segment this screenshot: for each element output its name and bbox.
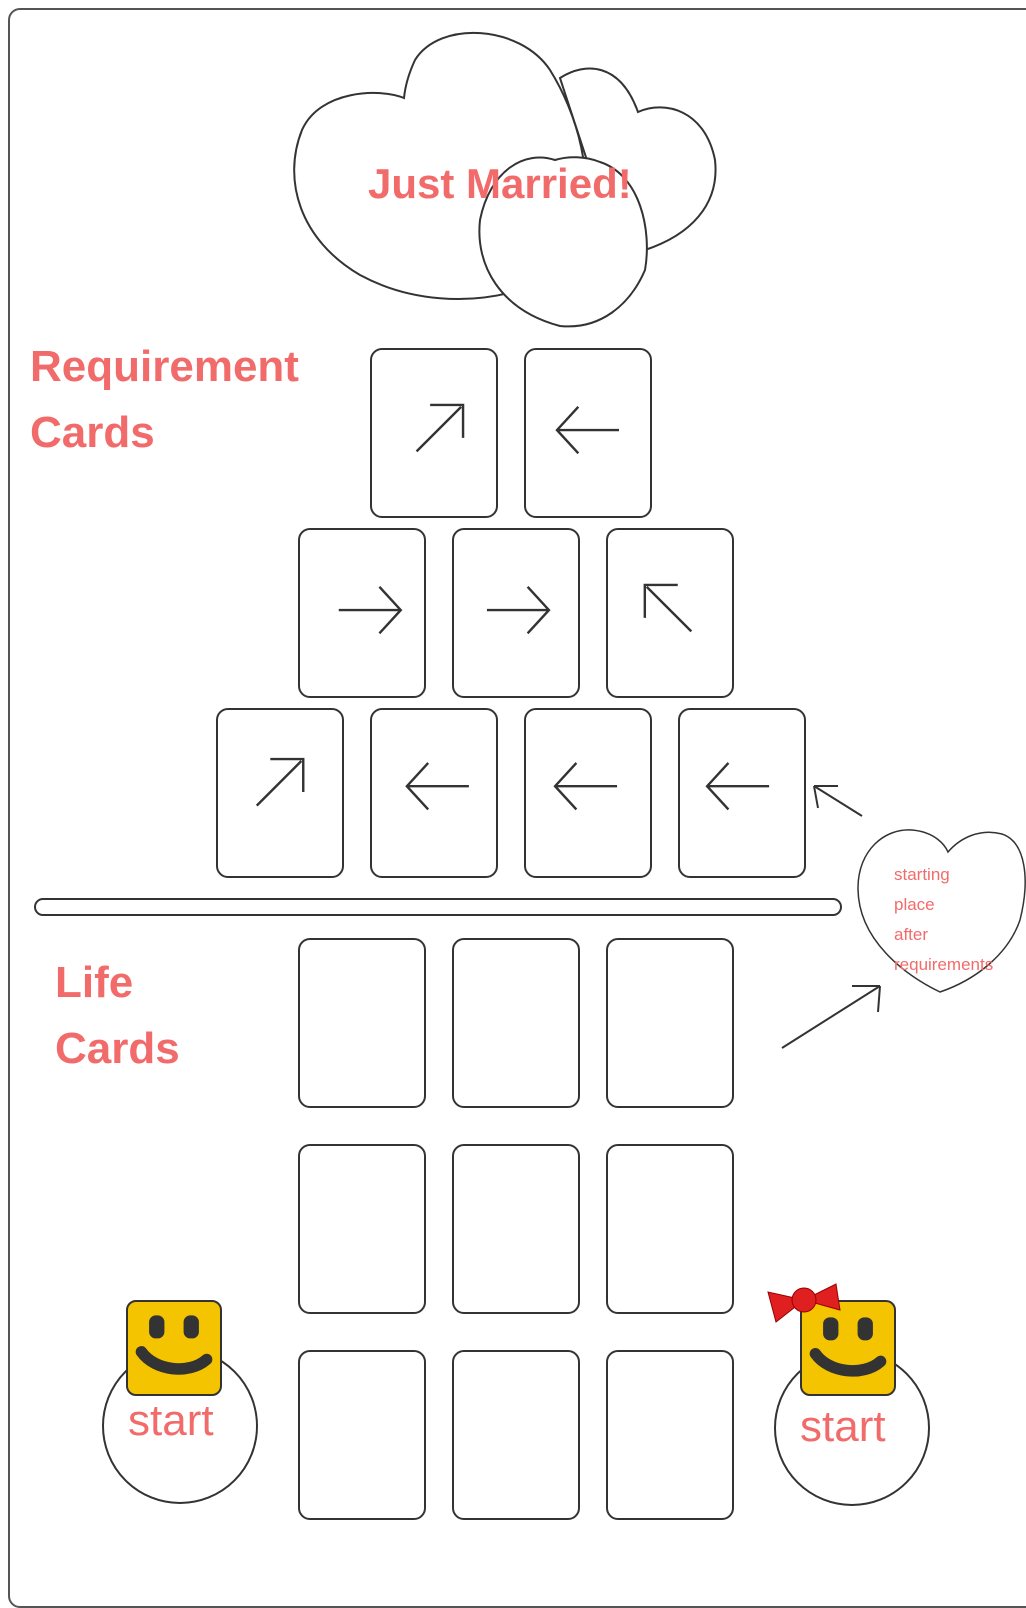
arrow-left-icon: [705, 762, 770, 811]
note-line: requirements: [894, 955, 994, 974]
life-card[interactable]: [298, 1144, 426, 1314]
start-label-right: start: [800, 1402, 886, 1451]
arrow-left-icon: [553, 762, 618, 811]
requirement-card[interactable]: [524, 708, 652, 878]
life-card[interactable]: [298, 938, 426, 1108]
arrow-up-right-icon: [255, 757, 305, 807]
page-title: Just Married!: [368, 160, 632, 207]
player-token-girl[interactable]: [800, 1300, 896, 1396]
requirement-cards-label-line1: Requirement: [30, 342, 299, 391]
requirement-card[interactable]: [370, 708, 498, 878]
arrow-left-icon: [555, 406, 619, 455]
smiley-face-icon: [135, 1315, 213, 1375]
note-line: after: [894, 925, 929, 944]
life-cards-label-line2: Cards: [55, 1024, 180, 1073]
note-line: starting: [894, 865, 950, 884]
requirement-card[interactable]: [216, 708, 344, 878]
life-card[interactable]: [298, 1350, 426, 1520]
life-card[interactable]: [606, 1144, 734, 1314]
requirement-card[interactable]: [452, 528, 580, 698]
requirement-card[interactable]: [606, 528, 734, 698]
start-label-left: start: [128, 1396, 214, 1445]
smiley-face-icon: [809, 1317, 887, 1377]
life-cards-label-line1: Life: [55, 958, 134, 1007]
life-card[interactable]: [606, 938, 734, 1108]
requirement-card[interactable]: [524, 348, 652, 518]
life-card[interactable]: [606, 1350, 734, 1520]
player-token-boy[interactable]: [126, 1300, 222, 1396]
requirement-card[interactable]: [678, 708, 806, 878]
life-card[interactable]: [452, 1144, 580, 1314]
section-divider: [34, 898, 842, 916]
requirement-card[interactable]: [370, 348, 498, 518]
requirement-card[interactable]: [298, 528, 426, 698]
requirement-cards-label-line2: Cards: [30, 408, 155, 457]
starting-place-note: starting place after requirements: [894, 860, 1024, 980]
arrow-right-icon: [486, 586, 551, 635]
life-card[interactable]: [452, 1350, 580, 1520]
life-card[interactable]: [452, 938, 580, 1108]
arrow-up-left-icon: [643, 583, 693, 633]
arrow-up-right-icon: [415, 403, 465, 453]
arrow-right-icon: [338, 586, 403, 635]
arrow-left-icon: [405, 762, 469, 811]
note-line: place: [894, 895, 935, 914]
